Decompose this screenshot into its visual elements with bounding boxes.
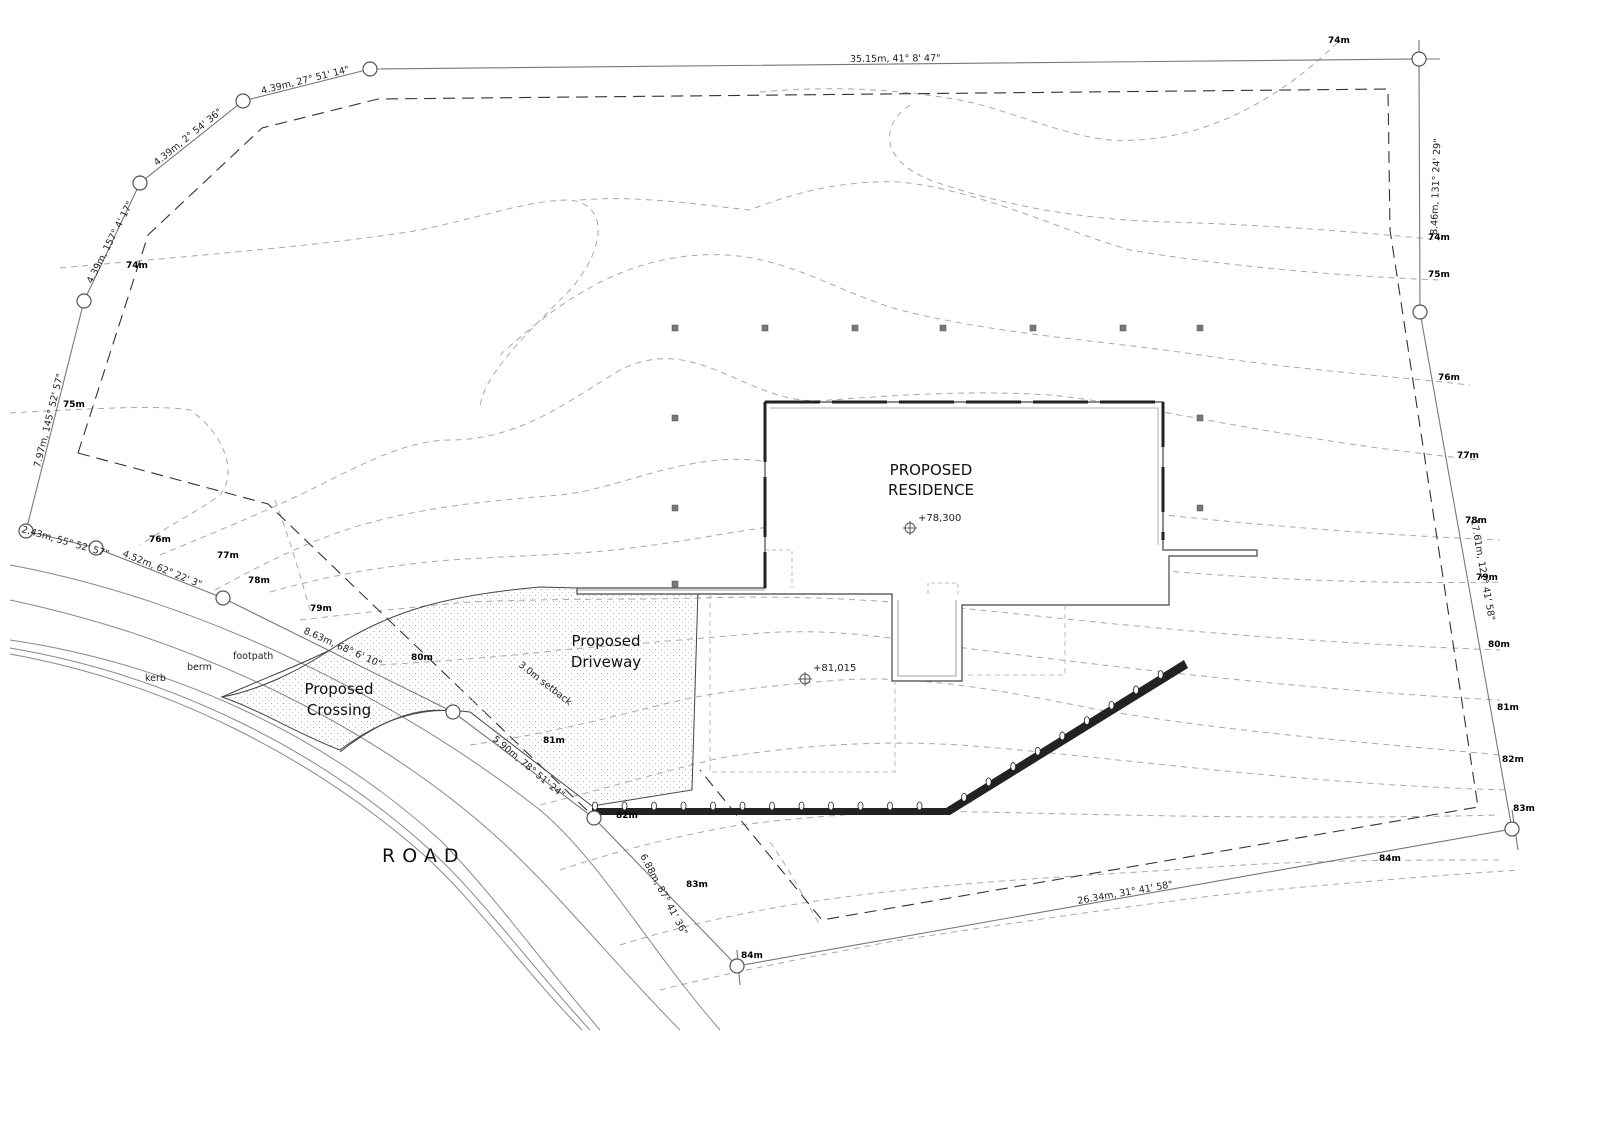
- contour-labels: 74m 74m 74m 75m 75m 76m 76m 77m 77m 78m …: [63, 36, 1535, 961]
- retaining-wall: [592, 660, 1188, 815]
- berm-label: berm: [187, 662, 212, 673]
- wall-stud: [961, 792, 967, 802]
- crossing-label-line1: Proposed: [304, 680, 373, 698]
- contour-label-77-right: 77m: [1457, 451, 1479, 461]
- wall-stud: [621, 801, 628, 811]
- wall-stud: [651, 801, 657, 811]
- dim-west: 7.97m, 145° 52' 57": [32, 372, 66, 468]
- contour-label-80-right: 80m: [1488, 640, 1510, 650]
- contour-label-81-right: 81m: [1497, 703, 1519, 713]
- wall-stud: [1108, 700, 1115, 710]
- wall-stud: [1059, 731, 1066, 741]
- wall-stud: [857, 801, 864, 811]
- dim-sw5: 6.88m, 87° 41' 36": [637, 852, 689, 937]
- wall-stud: [592, 801, 598, 811]
- contour-label-82-right: 82m: [1502, 755, 1524, 765]
- contour-label-83-mid: 83m: [686, 880, 708, 890]
- wall-stud: [1034, 746, 1041, 756]
- contour-label-75-left: 75m: [63, 400, 85, 410]
- driveway-label-line2: Driveway: [571, 653, 641, 671]
- wall-stud: [710, 801, 716, 811]
- dim-nw3: 4.39m, 157° 4' 17": [85, 200, 136, 286]
- dim-nw2: 4.39m, 2° 54' 36": [152, 107, 225, 169]
- wall-stud: [887, 801, 893, 811]
- post-marker: [851, 324, 859, 332]
- wall-stud: [828, 801, 834, 811]
- post-marker: [671, 324, 679, 332]
- residence-label-line2: RESIDENCE: [888, 481, 974, 499]
- post-markers: [671, 324, 1204, 588]
- wall-stud: [769, 801, 775, 811]
- wall-stud: [916, 801, 923, 811]
- wall-stud: [985, 777, 992, 787]
- road-label: ROAD: [382, 845, 465, 867]
- post-marker: [1196, 414, 1204, 422]
- contour-label-81-mid: 81m: [543, 736, 565, 746]
- dim-nw1: 4.39m, 27° 51' 14": [260, 64, 350, 97]
- residence-building: [576, 400, 1258, 773]
- post-marker: [939, 324, 947, 332]
- post-marker: [1196, 324, 1204, 332]
- driveway-label-line1: Proposed: [571, 632, 640, 650]
- contour-label-77-left: 77m: [217, 551, 239, 561]
- post-marker: [761, 324, 769, 332]
- post-marker: [1029, 324, 1037, 332]
- contour-label-74-top: 74m: [1328, 36, 1350, 46]
- wall-stud: [798, 801, 805, 811]
- dim-east1: 8.46m, 131° 24' 29": [1429, 138, 1443, 235]
- post-marker: [1119, 324, 1127, 332]
- wall-stud: [739, 801, 746, 811]
- wall-stud: [1083, 716, 1090, 725]
- road: [9, 564, 721, 1031]
- residence-label-line1: PROPOSED: [890, 461, 973, 479]
- contour-label-84-right: 84m: [1379, 854, 1401, 864]
- contour-label-82-mid: 82m: [616, 811, 638, 821]
- wall-stud: [1133, 685, 1139, 695]
- post-marker: [671, 504, 679, 512]
- contour-label-84-bottom: 84m: [741, 951, 763, 961]
- wall-stud: [1010, 762, 1017, 771]
- level-markers: [798, 521, 917, 686]
- level-marker-driveway: [798, 672, 812, 686]
- dim-north: 35.15m, 41° 8' 47": [850, 53, 941, 65]
- boundary-dimensions: 35.15m, 41° 8' 47" 4.39m, 27° 51' 14" 4.…: [20, 53, 1497, 937]
- contour-label-74-left: 74m: [126, 261, 148, 271]
- wall-stud: [1157, 670, 1164, 679]
- crossing-label-line2: Crossing: [307, 701, 371, 719]
- level-driveway-label: +81,015: [813, 663, 856, 674]
- contour-label-79-left: 79m: [310, 604, 332, 614]
- footpath-label: footpath: [233, 651, 273, 662]
- contour-label-75-right: 75m: [1428, 270, 1450, 280]
- kerb-label: kerb: [145, 673, 166, 684]
- contour-label-76-left: 76m: [149, 535, 171, 545]
- level-residence-label: +78,300: [918, 513, 961, 524]
- post-marker: [671, 414, 679, 422]
- survey-pegs: [18, 51, 1520, 974]
- post-marker: [671, 580, 679, 588]
- contour-label-74-right: 74m: [1428, 233, 1450, 243]
- contour-label-80-mid: 80m: [411, 653, 433, 663]
- contour-label-83-right: 83m: [1513, 804, 1535, 814]
- contour-label-78-left: 78m: [248, 576, 270, 586]
- level-marker-residence: [903, 521, 917, 535]
- contour-label-76-right: 76m: [1438, 373, 1460, 383]
- contour-label-78-right: 78m: [1465, 516, 1487, 526]
- driveway-area: [220, 586, 699, 807]
- contour-label-79-right: 79m: [1476, 573, 1498, 583]
- post-marker: [1196, 504, 1204, 512]
- wall-stud: [680, 801, 687, 811]
- dim-sw2: 4.52m, 62° 22' 3": [121, 549, 203, 591]
